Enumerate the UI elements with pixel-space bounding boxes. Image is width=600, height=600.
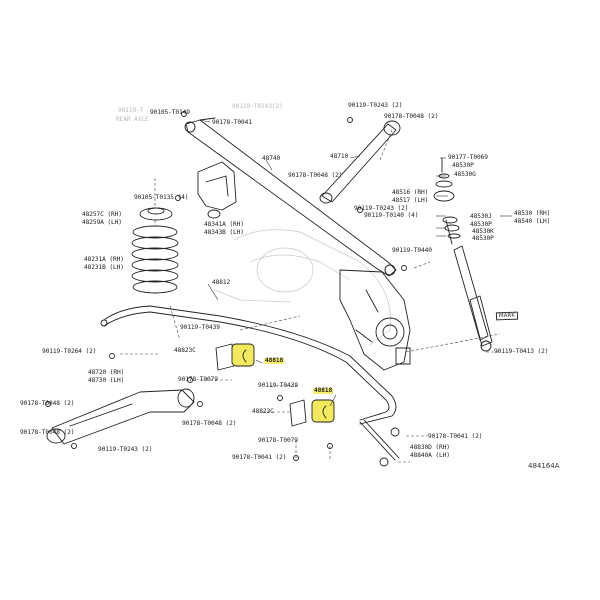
- part-label-90178-t0041: 90178-T0041: [212, 119, 252, 126]
- part-label-90119-t0243-top: 90119-T0243 (2): [348, 102, 403, 109]
- part-label-48530j: 48530J: [470, 213, 492, 220]
- bushing-48818-b: [289, 399, 335, 427]
- part-label-90178-t0048-top: 90178-T0048 (2): [384, 113, 439, 120]
- part-label-90119-t0140: 90119-T0140 (4): [364, 212, 419, 219]
- bump-bracket-48341a: [197, 161, 237, 219]
- part-label-90119-t0264: 90119-T0264 (2): [42, 348, 97, 355]
- part-label-90105-t0135: 90105-T0135 (4): [134, 194, 189, 201]
- part-label-90178-t0041-bottom: 90178-T0041 (2): [232, 454, 287, 461]
- pointer-lines: [199, 119, 512, 407]
- part-label-48720: 48720 (RH) 48730 (LH): [88, 369, 125, 384]
- part-label-90177-t0069: 90177-T0069: [448, 154, 488, 161]
- part-label-48530p-mid: 48530P: [470, 221, 492, 228]
- part-label-48530g: 48530G: [454, 171, 476, 178]
- lateral-control-rod-48740: [184, 117, 397, 277]
- part-label-48341a: 48341A (RH) 48343B (LH): [204, 221, 244, 236]
- part-label-90178-t0079-a: 90178-T0079: [178, 376, 218, 383]
- part-label-90178-t0048-left: 90178-T0048 (2): [20, 400, 75, 407]
- part-label-48257c: 48257C (RH) 48259A (LH): [82, 211, 122, 226]
- lower-arm-48720: [46, 388, 195, 445]
- part-label-90178-t0041-right: 90178-T0041 (2): [428, 433, 483, 440]
- stabilizer-link-48830d: [359, 419, 400, 467]
- part-label-90178-t0048-bl: 90178-T0048 (2): [20, 429, 75, 436]
- leader-lines: [120, 129, 501, 463]
- part-label-90105-t0149: 90105-T0149: [150, 109, 190, 116]
- part-label-48812: 48812: [212, 279, 231, 286]
- part-label-48516: 48516 (RH) 48517 (LH): [392, 189, 429, 204]
- part-label-90178-t0079-b: 90178-T0079: [258, 437, 298, 444]
- stabilizer-bar-48812: [100, 305, 397, 425]
- part-label-48530k: 48530K: [472, 228, 494, 235]
- part-label-48740: 48740: [262, 155, 281, 162]
- faint-label-b: REAR AXLE: [116, 116, 149, 123]
- part-label-90119-t0243-mid: 90119-T0243 (2): [354, 205, 409, 212]
- part-label-90119-t0440: 90119-T0440: [392, 247, 432, 254]
- part-label-90178-t0048-mid: 90178-T0048 (2): [288, 172, 343, 179]
- bolts: [45, 111, 407, 461]
- part-label-48830d: 48830D (RH) 48840A (LH): [410, 444, 450, 459]
- part-label-48530p-top: 48530P: [452, 162, 474, 169]
- part-label-90119-t0439-a: 90119-T0439: [180, 324, 220, 331]
- part-label-48823c-b: 48823C: [252, 408, 274, 415]
- part-label-48710: 48710: [330, 153, 349, 160]
- axle-beam-outline: [214, 229, 391, 346]
- axle-carrier: [339, 269, 411, 371]
- spring-insulator-48257c: [139, 207, 173, 221]
- bushing-48818-a: [215, 343, 255, 371]
- part-label-90119-t0243-bottom: 90119-T0243 (2): [98, 446, 153, 453]
- part-label-48530p-low: 48530P: [472, 235, 494, 242]
- shock-mark-tag: MARK: [495, 311, 519, 321]
- upper-link-48710: [319, 120, 401, 204]
- part-label-48530: 48530 (RH) 48540 (LH): [514, 210, 551, 225]
- part-label-90178-t0048-low: 90178-T0048 (2): [182, 420, 237, 427]
- part-label-90119-t0439-b: 90119-T0439: [258, 382, 298, 389]
- part-label-48818-b: 48818: [313, 387, 334, 395]
- shock-absorber-48530: [433, 157, 493, 352]
- part-label-90119-t0413: 90119-T0413 (2): [494, 348, 549, 355]
- part-label-48823c-a: 48823C: [174, 347, 196, 354]
- diagram-id: 484164A: [528, 462, 560, 470]
- part-label-48818-a: 48818: [264, 357, 285, 365]
- faint-label-a: 90119-T: [118, 107, 144, 114]
- part-label-48231a: 48231A (RH) 48231B (LH): [84, 256, 124, 271]
- coil-spring-48231a: [131, 225, 179, 294]
- faint-label-c: 90119-T0243(2): [232, 103, 283, 110]
